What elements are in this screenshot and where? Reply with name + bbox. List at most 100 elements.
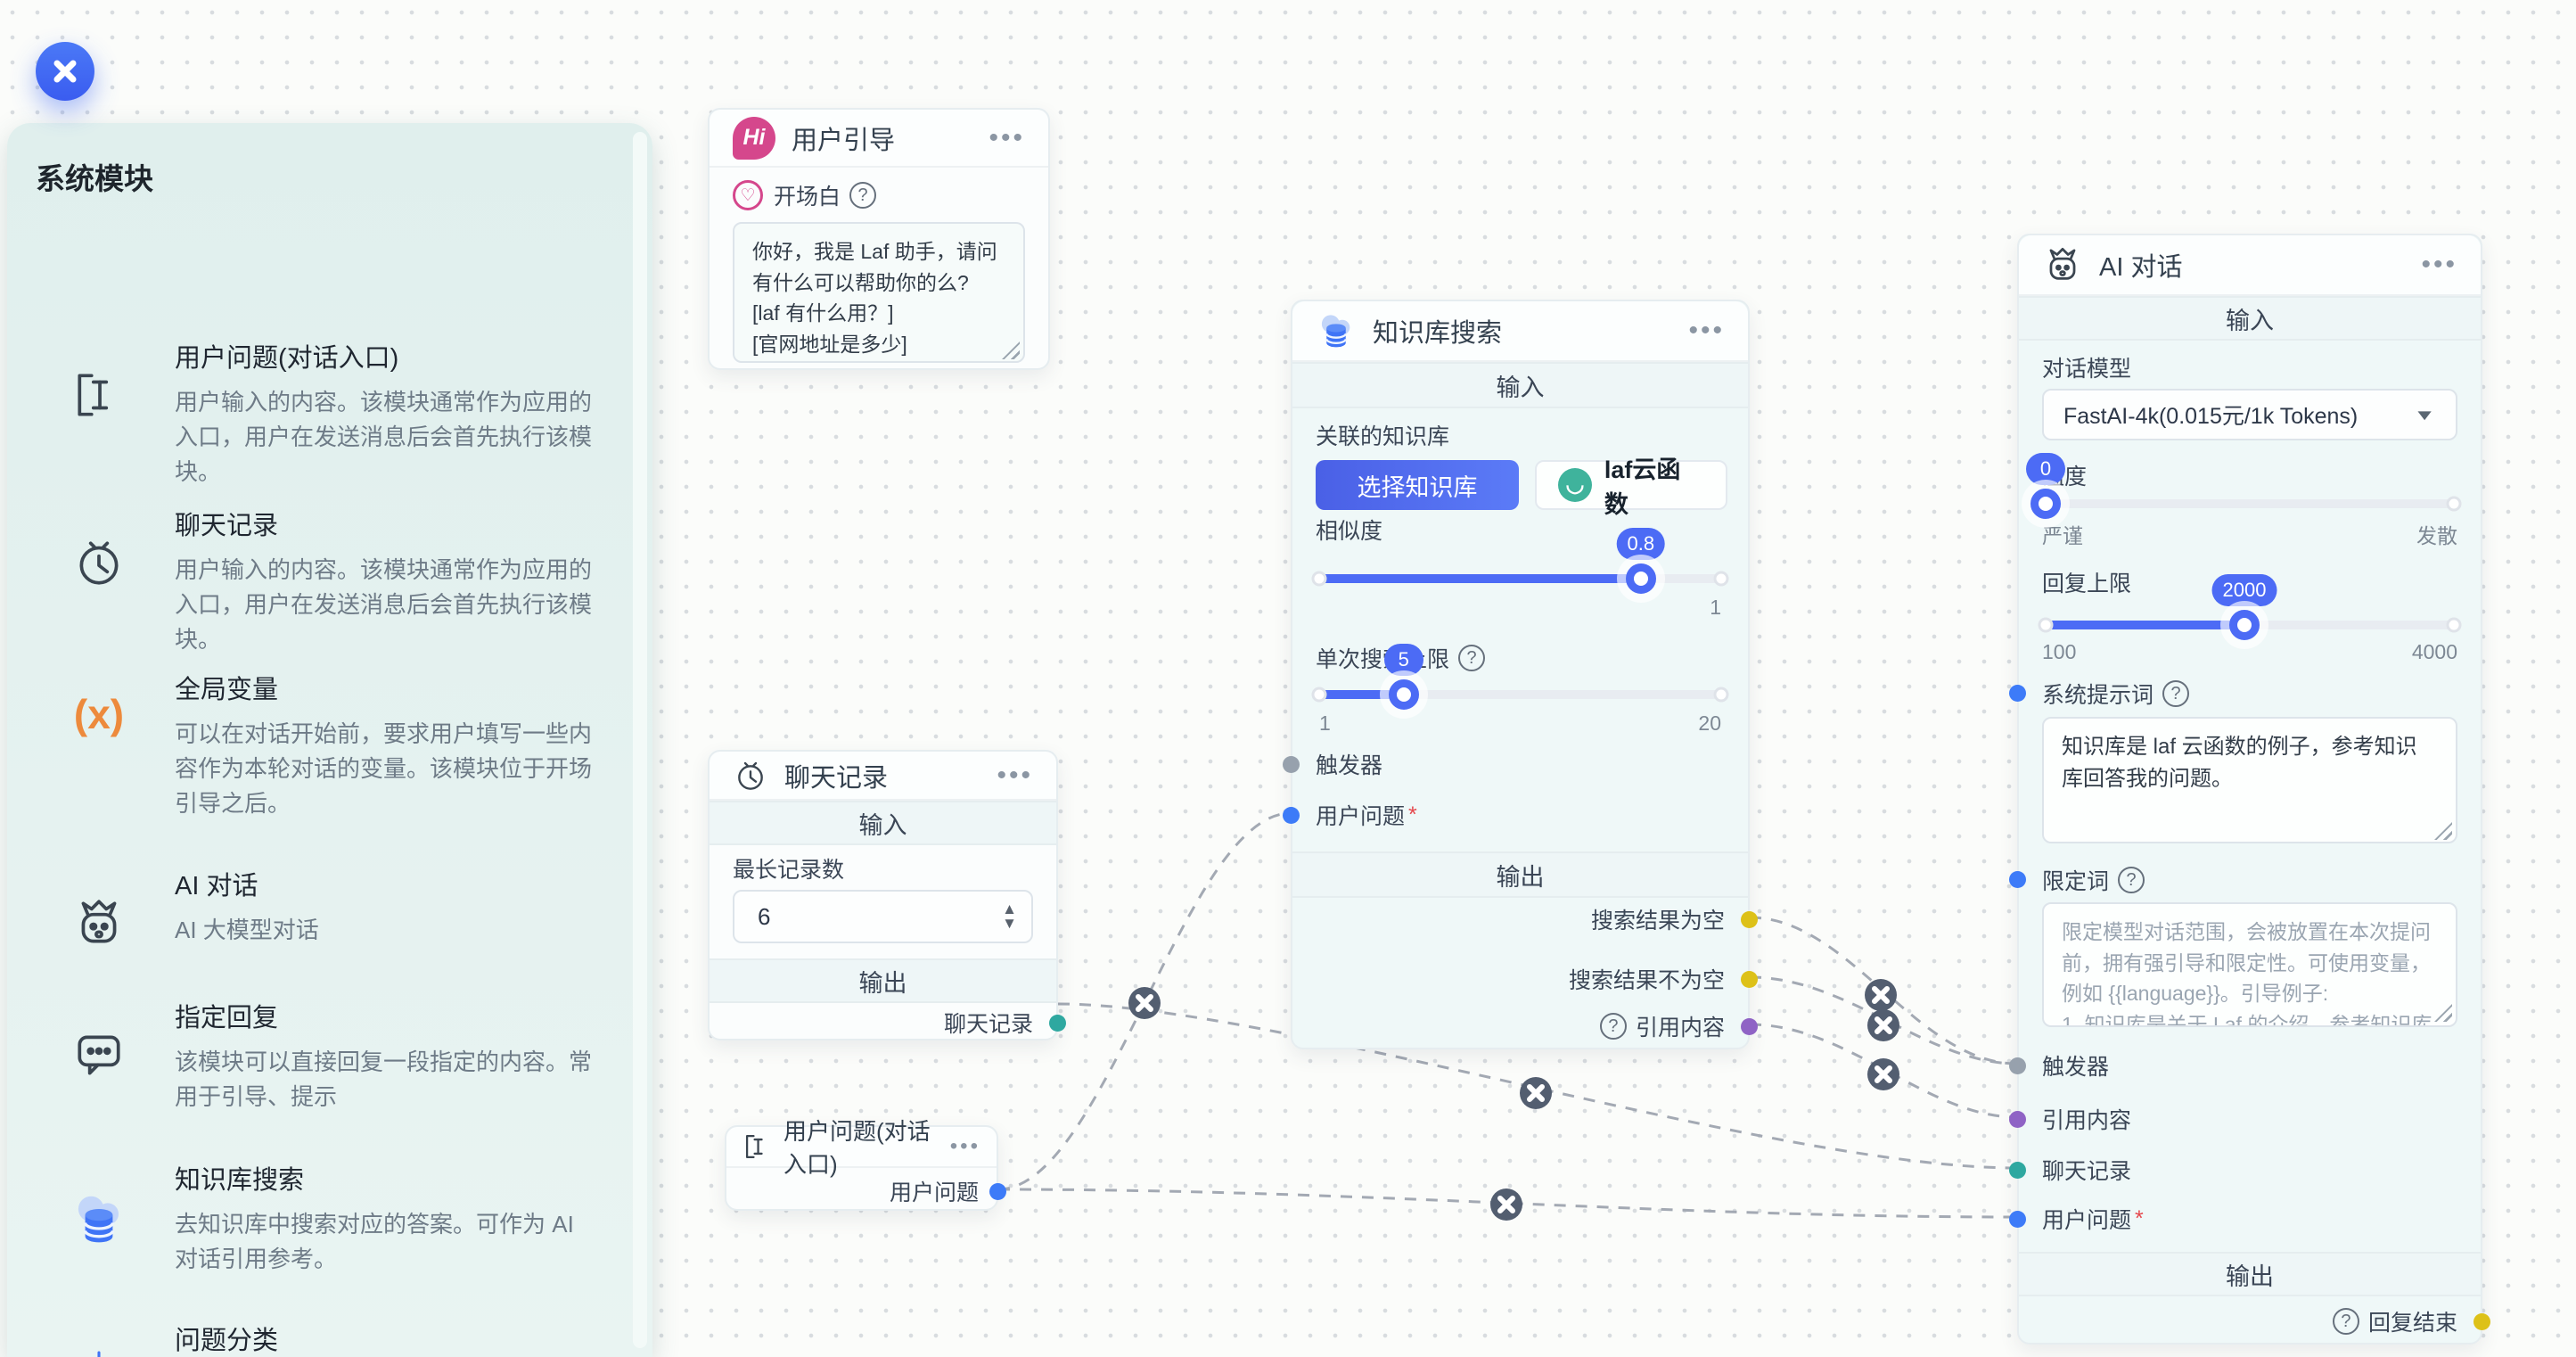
help-icon[interactable]: ? (2332, 1308, 2359, 1335)
port-history-out[interactable] (1049, 1015, 1066, 1032)
node-menu-button[interactable]: ••• (2421, 250, 2457, 279)
hi-avatar-icon: Hi (733, 116, 775, 160)
field-label: 开场白 (774, 185, 841, 210)
database-icon (1321, 315, 1350, 348)
port-question-out[interactable] (989, 1183, 1006, 1200)
module-title: 知识库搜索 (175, 1166, 305, 1195)
edge-delete-button[interactable] (1128, 987, 1161, 1019)
port-quote-out[interactable] (1741, 1018, 1758, 1035)
system-prompt-label: 系统提示词 (2042, 683, 2154, 708)
max-records-label: 最长记录数 (733, 858, 845, 883)
model-select[interactable]: FastAI-4k(0.015元/1k Tokens) ▼ (2042, 389, 2457, 440)
module-desc: 去知识库中搜索对应的答案。可作为 AI 对话引用参考。 (175, 1211, 574, 1272)
edge-delete-button[interactable] (1520, 1077, 1552, 1109)
sidebar-item-user-question[interactable]: 用户问题(对话入口) 用户输入的内容。该模块通常作为应用的入口，用户在发送消息后… (50, 337, 603, 489)
slider-handle[interactable] (2229, 610, 2260, 640)
help-icon[interactable]: ? (849, 182, 877, 209)
sidebar-item-fixed-reply[interactable]: 指定回复 该模块可以直接回复一段指定的内容。常用于引导、提示 (50, 997, 603, 1114)
text-cursor-icon (50, 337, 148, 489)
similarity-label: 相似度 (1316, 519, 1383, 544)
port-question-in[interactable] (2009, 1211, 2026, 1228)
slider-max-label: 1 (1710, 596, 1721, 619)
node-user-question[interactable]: 用户问题(对话入口) ••• 用户问题 (725, 1118, 1006, 1211)
port-answer-end-out[interactable] (2473, 1313, 2490, 1330)
sidebar-item-chat-history[interactable]: 聊天记录 用户输入的内容。该模块通常作为应用的入口，用户在发送消息后会首先执行该… (50, 505, 603, 657)
port-limit-words-in[interactable] (2009, 871, 2026, 888)
node-title: 用户问题(对话入口) (783, 1118, 931, 1178)
edge-delete-button[interactable] (1490, 1188, 1522, 1221)
select-kb-button[interactable]: 选择知识库 (1316, 460, 1519, 510)
history-out-label: 聊天记录 (943, 1012, 1033, 1037)
input-section-bar: 输入 (710, 801, 1056, 845)
port-trigger-in[interactable] (1283, 756, 1300, 773)
help-icon[interactable]: ? (1599, 1013, 1627, 1040)
laf-logo-icon: ◡ (1558, 468, 1592, 502)
search-limit-slider[interactable]: 5 (1311, 643, 1729, 710)
slider-max-label: 20 (1698, 711, 1721, 735)
node-user-guide[interactable]: Hi 用户引导 ••• ♡ 开场白 ? 你好，我是 Laf 助手，请问有什么可以… (708, 108, 1050, 370)
number-stepper[interactable]: ▲▼ (1002, 901, 1024, 931)
reply-limit-label: 回复上限 (2042, 572, 2132, 596)
help-icon[interactable]: ? (2118, 867, 2145, 893)
sidebar-item-ai-chat[interactable]: AI 对话 AI 大模型对话 (50, 865, 603, 950)
database-icon (50, 1159, 148, 1277)
port-trigger-in[interactable] (2009, 1057, 2026, 1074)
node-menu-button[interactable]: ••• (1688, 316, 1725, 345)
question-out-label: 用户问题 (889, 1180, 979, 1205)
sidebar-item-kb-search[interactable]: 知识库搜索 去知识库中搜索对应的答案。可作为 AI 对话引用参考。 (50, 1159, 603, 1277)
step-up-icon: ▲ (1002, 901, 1017, 918)
close-panel-button[interactable] (36, 42, 94, 101)
edge-delete-button[interactable] (1865, 979, 1897, 1011)
clock-icon (738, 761, 763, 790)
module-title: 指定回复 (175, 1004, 279, 1032)
node-menu-button[interactable]: ••• (989, 122, 1025, 152)
robot-icon (50, 865, 148, 950)
port-quote-in[interactable] (2009, 1111, 2026, 1128)
help-icon[interactable]: ? (1458, 645, 1486, 671)
node-title: 聊天记录 (784, 763, 889, 793)
reply-limit-slider[interactable]: 2000 (2038, 573, 2462, 640)
kb-tag-laf[interactable]: ◡ laf云函数 (1535, 456, 1727, 518)
slider-handle[interactable] (1388, 679, 1419, 710)
close-icon (53, 60, 77, 83)
similarity-slider[interactable]: 0.8 (1311, 527, 1729, 594)
max-records-input[interactable]: 6 ▲▼ (733, 890, 1033, 943)
edge-delete-buttons (1128, 979, 1899, 1221)
port-search-not-empty-out[interactable] (1741, 971, 1758, 988)
edge-delete-button[interactable] (1867, 1009, 1899, 1041)
port-system-prompt-in[interactable] (2009, 685, 2026, 702)
help-icon[interactable]: ? (2162, 680, 2190, 707)
edge-userquestion-to-kbsearch (997, 811, 1292, 1191)
system-prompt-textarea[interactable]: 知识库是 laf 云函数的例子，参考知识库回答我的问题。 (2042, 717, 2457, 843)
slider-handle[interactable] (2030, 489, 2061, 519)
port-history-in[interactable] (2009, 1162, 2026, 1179)
output-section-bar: 输出 (710, 958, 1056, 1003)
temperature-slider[interactable]: 0 (2026, 452, 2462, 519)
node-menu-button[interactable]: ••• (997, 760, 1033, 790)
input-section-bar: 输入 (1292, 362, 1748, 408)
port-question-in[interactable] (1283, 807, 1300, 824)
edge-userquestion-to-aichat (997, 1188, 2018, 1219)
module-sidebar: 系统模块 用户问题(对话入口) 用户输入的内容。该模块通常作为应用的入口，用户在… (7, 123, 652, 1357)
edge-delete-button[interactable] (1867, 1058, 1899, 1090)
node-kb-search[interactable]: 知识库搜索 ••• 输入 关联的知识库 选择知识库 ◡ laf云函数 相似度 0… (1283, 300, 1758, 1049)
slider-handle[interactable] (1625, 563, 1656, 594)
sidebar-item-question-classify[interactable]: 问题分类 可以判断用户问题属于哪方面问题，从而执行不同的操作。 (50, 1320, 603, 1357)
out-quote-label: 引用内容 (1635, 1016, 1725, 1040)
slider-min-label: 1 (1319, 711, 1331, 735)
slider-min-label: 100 (2042, 640, 2077, 663)
reply-bubble-icon (50, 997, 148, 1114)
sidebar-scrollbar[interactable] (633, 132, 647, 1348)
output-section-bar: 输出 (1292, 851, 1748, 898)
sidebar-item-global-variable[interactable]: (x) 全局变量 可以在对话开始前，要求用户填写一些内容作为本轮对话的变量。该模… (50, 669, 603, 821)
heart-bubble-icon: ♡ (733, 180, 763, 210)
limit-words-textarea[interactable] (2042, 902, 2457, 1027)
module-desc: 该模块可以直接回复一段指定的内容。常用于引导、提示 (175, 1049, 593, 1110)
node-ai-chat[interactable]: AI 对话 ••• 输入 对话模型 FastAI-4k(0.015元/1k To… (2009, 234, 2490, 1345)
node-chat-history[interactable]: 聊天记录 ••• 输入 最长记录数 6 ▲▼ 输出 聊天记录 (708, 750, 1066, 1040)
node-menu-button[interactable]: ••• (949, 1134, 980, 1158)
node-title: AI 对话 (2099, 253, 2183, 282)
welcome-textarea[interactable]: 你好，我是 Laf 助手，请问有什么可以帮助你的么? [laf 有什么用？] [… (733, 222, 1025, 363)
history-in-label: 聊天记录 (2042, 1159, 2132, 1184)
port-search-empty-out[interactable] (1741, 911, 1758, 928)
